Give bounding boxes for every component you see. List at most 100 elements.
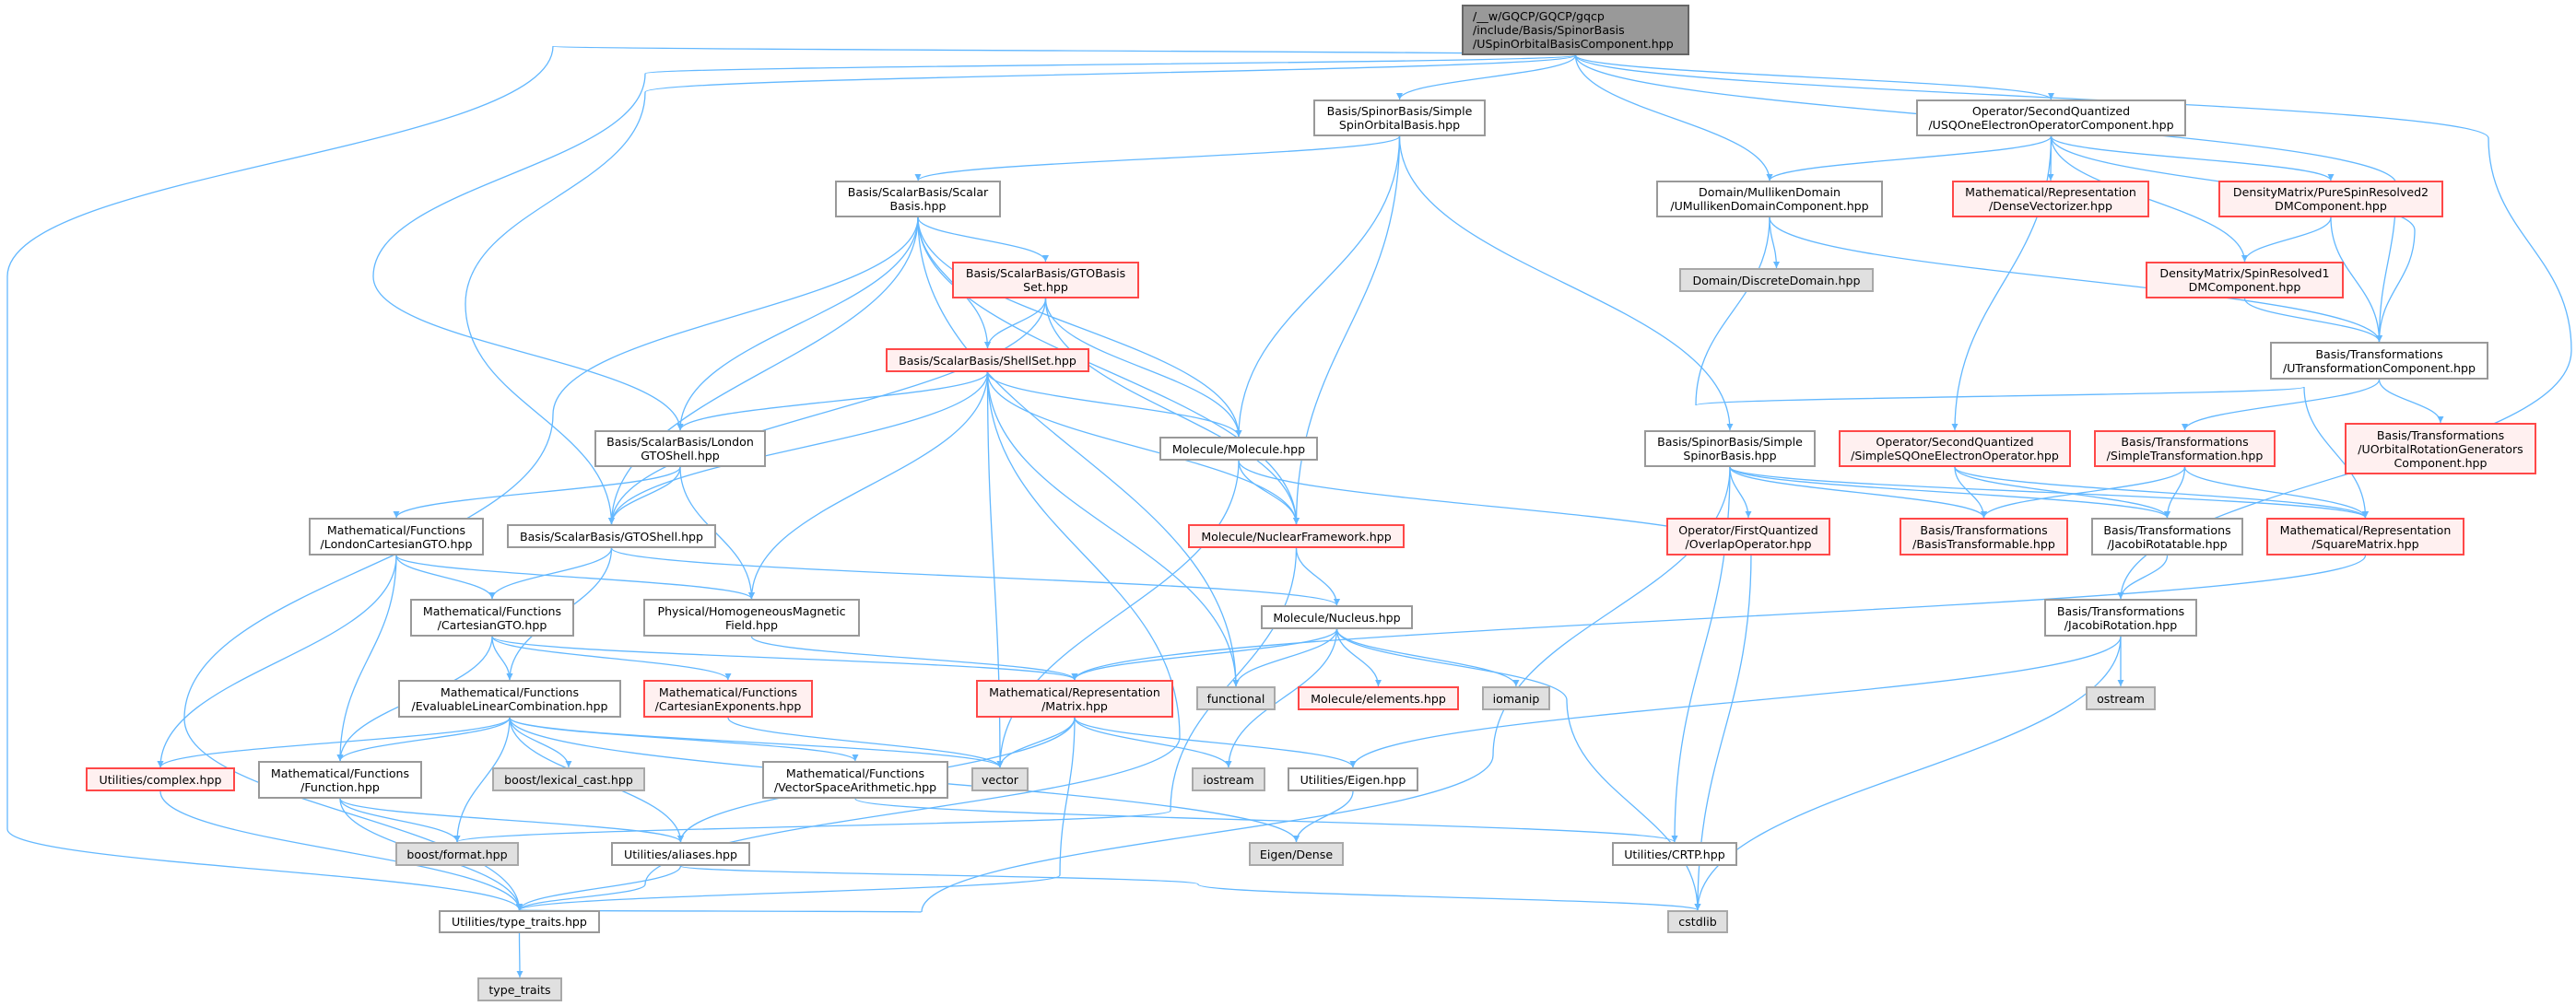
graph-node-jrot[interactable]: Basis/Transformations/JacobiRotation.hpp bbox=[2044, 599, 2197, 637]
node-label-line: Set.hpp bbox=[1023, 280, 1068, 294]
edge-sr1-to-utc bbox=[2243, 298, 2382, 343]
node-label-line: /Function.hpp bbox=[300, 779, 380, 794]
graph-node-vsa[interactable]: Mathematical/Functions/VectorSpaceArithm… bbox=[762, 761, 948, 799]
graph-node-nuclear[interactable]: Molecule/NuclearFramework.hpp bbox=[1188, 524, 1405, 548]
graph-node-stransf[interactable]: Basis/Transformations/SimpleTransformati… bbox=[2094, 430, 2276, 467]
node-label-line: Molecule/elements.hpp bbox=[1311, 691, 1446, 706]
graph-node-cexp[interactable]: Mathematical/Functions/CartesianExponent… bbox=[643, 680, 813, 718]
node-label-line: Mathematical/Representation bbox=[989, 684, 1160, 699]
edge-usq-to-pure2 bbox=[2050, 135, 2335, 181]
edge-utc-to-uorg bbox=[2378, 379, 2444, 424]
graph-node-root[interactable]: /__w/GQCP/GQCP/gqcp/include/Basis/Spinor… bbox=[1462, 5, 1689, 55]
node-label-line: iostream bbox=[1203, 772, 1254, 787]
graph-node-btrans[interactable]: Basis/Transformations/BasisTransformable… bbox=[1900, 518, 2068, 556]
edge-tth-to-tt bbox=[516, 932, 523, 978]
edge-scalar-to-london bbox=[676, 216, 919, 431]
graph-node-crtp[interactable]: Utilities/CRTP.hpp bbox=[1612, 842, 1737, 866]
node-label-line: Mathematical/Functions bbox=[658, 684, 798, 699]
edge-nuclear-to-nucleus bbox=[1295, 547, 1340, 606]
node-label-line: /UMullikenDomainComponent.hpp bbox=[1670, 199, 1869, 213]
graph-node-ueigen[interactable]: Utilities/Eigen.hpp bbox=[1288, 767, 1418, 791]
graph-node-aliases[interactable]: Utilities/aliases.hpp bbox=[611, 842, 750, 866]
graph-node-discrete[interactable]: Domain/DiscreteDomain.hpp bbox=[1679, 268, 1874, 292]
edge-ssob-to-molecule bbox=[1235, 135, 1401, 438]
graph-node-gtoshell[interactable]: Basis/ScalarBasis/GTOShell.hpp bbox=[507, 524, 716, 548]
edge-stransf-to-btrans bbox=[1981, 466, 2186, 519]
graph-node-overlap[interactable]: Operator/FirstQuantized/OverlapOperator.… bbox=[1666, 518, 1830, 556]
edge-nucleus-to-elements bbox=[1335, 628, 1382, 687]
graph-node-utc[interactable]: Basis/Transformations/UTransformationCom… bbox=[2270, 342, 2488, 380]
graph-node-jrotatable[interactable]: Basis/Transformations/JacobiRotatable.hp… bbox=[2091, 518, 2243, 556]
graph-node-ssq[interactable]: Operator/SecondQuantized/SimpleSQOneElec… bbox=[1839, 430, 2071, 467]
node-label-line: Domain/MullikenDomain bbox=[1699, 185, 1841, 199]
graph-node-edense[interactable]: Eigen/Dense bbox=[1249, 842, 1344, 866]
graph-node-ostream[interactable]: ostream bbox=[2086, 686, 2156, 710]
graph-node-functional[interactable]: functional bbox=[1196, 686, 1276, 710]
node-label-line: Operator/SecondQuantized bbox=[1971, 104, 2131, 118]
node-label-line: /SimpleTransformation.hpp bbox=[2106, 449, 2264, 462]
node-label-line: Basis/SpinorBasis/Simple bbox=[1657, 435, 1803, 449]
graph-node-iostream[interactable]: iostream bbox=[1192, 767, 1265, 791]
edge-elc-to-complex bbox=[157, 717, 511, 768]
node-label-line: /JacobiRotatable.hpp bbox=[2107, 536, 2228, 551]
node-label-line: /Matrix.hpp bbox=[1041, 698, 1108, 713]
graph-node-usq[interactable]: Operator/SecondQuantized/USQOneElectronO… bbox=[1916, 99, 2186, 136]
node-label-line: Molecule/Molecule.hpp bbox=[1171, 441, 1306, 456]
graph-node-nucleus[interactable]: Molecule/Nucleus.hpp bbox=[1261, 605, 1413, 629]
graph-node-iomanip[interactable]: iomanip bbox=[1482, 686, 1550, 710]
edge-nuclear-to-bformat bbox=[453, 547, 1298, 843]
graph-node-dense[interactable]: Mathematical/Representation/DenseVectori… bbox=[1952, 181, 2149, 217]
graph-node-lcgto[interactable]: Mathematical/Functions/LondonCartesianGT… bbox=[309, 518, 484, 556]
graph-node-mulliken[interactable]: Domain/MullikenDomain/UMullikenDomainCom… bbox=[1656, 181, 1883, 217]
edge-gtobs-to-nuclear bbox=[1044, 298, 1300, 525]
edge-scalar-to-molecule bbox=[917, 216, 1242, 438]
graph-node-bformat[interactable]: boost/format.hpp bbox=[395, 842, 519, 866]
edge-gtobs-to-shellset bbox=[984, 298, 1047, 349]
graph-node-matrix[interactable]: Mathematical/Representation/Matrix.hpp bbox=[976, 680, 1173, 718]
graph-node-square[interactable]: Mathematical/Representation/SquareMatrix… bbox=[2266, 518, 2464, 556]
node-label-line: Molecule/NuclearFramework.hpp bbox=[1201, 529, 1392, 544]
graph-node-vector[interactable]: vector bbox=[971, 767, 1029, 791]
graph-node-elements[interactable]: Molecule/elements.hpp bbox=[1298, 686, 1459, 710]
graph-node-cstdlib[interactable]: cstdlib bbox=[1667, 910, 1728, 933]
edge-vsa-to-crtp bbox=[854, 798, 1678, 843]
edge-ssob-to-nuclear bbox=[1293, 135, 1401, 525]
graph-node-tth[interactable]: Utilities/type_traits.hpp bbox=[439, 910, 600, 933]
edge-lcgto-to-hmf bbox=[395, 555, 755, 600]
graph-node-tt[interactable]: type_traits bbox=[477, 977, 562, 1001]
node-label-line: type_traits bbox=[488, 982, 551, 997]
graph-node-elc[interactable]: Mathematical/Functions/EvaluableLinearCo… bbox=[398, 680, 621, 718]
edge-shellset-to-hmf bbox=[748, 371, 989, 600]
edge-mulliken-to-square bbox=[1695, 216, 2369, 519]
edge-shellset-to-london bbox=[676, 371, 989, 431]
graph-node-function[interactable]: Mathematical/Functions/Function.hpp bbox=[258, 761, 422, 799]
graph-node-molecule[interactable]: Molecule/Molecule.hpp bbox=[1159, 437, 1318, 461]
node-label-line: Basis/ScalarBasis/London bbox=[606, 435, 754, 449]
graph-node-uorg[interactable]: Basis/Transformations/UOrbitalRotationGe… bbox=[2345, 423, 2536, 474]
graph-node-cgto[interactable]: Mathematical/Functions/CartesianGTO.hpp bbox=[410, 599, 574, 637]
edge-london-to-lcgto bbox=[393, 466, 681, 519]
node-label-line: Basis/Transformations bbox=[2103, 522, 2231, 537]
node-label-line: Basis/Transformations bbox=[1920, 522, 2048, 537]
edge-matrix-to-iostream bbox=[1074, 717, 1232, 768]
graph-node-lexical[interactable]: boost/lexical_cast.hpp bbox=[492, 767, 645, 791]
node-label-line: Basis/Transformations bbox=[2056, 603, 2185, 618]
edge-matrix-to-ueigen bbox=[1074, 717, 1357, 768]
node-label-line: SpinorBasis.hpp bbox=[1683, 449, 1777, 462]
node-label-line: Mathematical/Functions bbox=[440, 684, 580, 699]
node-label-line: Mathematical/Functions bbox=[785, 766, 925, 780]
graph-node-complex[interactable]: Utilities/complex.hpp bbox=[86, 767, 235, 791]
graph-node-shellset[interactable]: Basis/ScalarBasis/ShellSet.hpp bbox=[886, 348, 1089, 372]
edge-lcgto-to-cgto bbox=[395, 555, 496, 600]
edge-ssob-to-sspinor bbox=[1398, 135, 1734, 431]
node-label-line: functional bbox=[1206, 691, 1265, 706]
